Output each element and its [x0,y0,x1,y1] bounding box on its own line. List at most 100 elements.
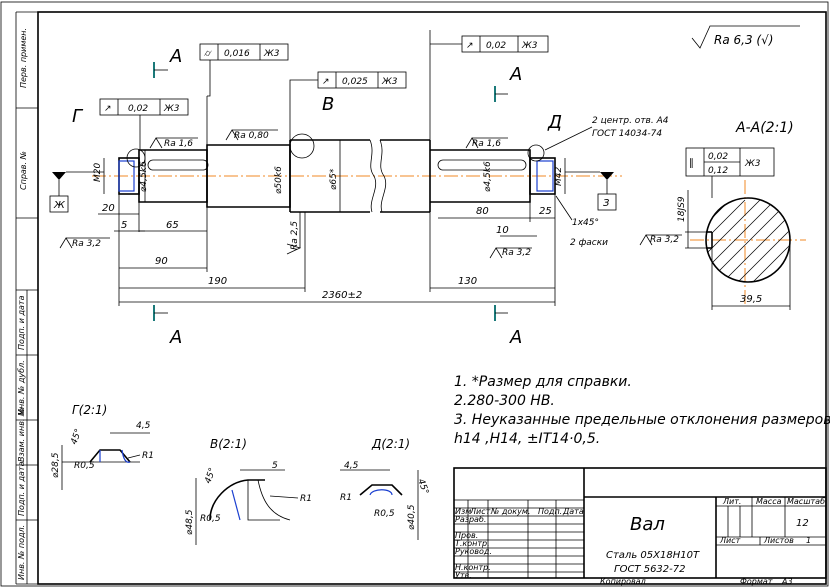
dim-10: 10 [496,225,509,236]
datum-zh-box [49,195,69,213]
scale-value: 12 [796,518,809,529]
ra-32-section: Ra 3,2 [650,235,679,245]
svg-text:Подп.: Подп. [538,507,562,516]
dim-18js9: 18JS9 [677,196,687,222]
part-name: Вал [630,514,665,535]
detail-g: Г(2:1) ⌀28,5 4,5 45° R0,5 R1 [51,403,154,490]
svg-text:№ докум.: № докум. [490,507,530,516]
side-label-replace-inv: Взам. инв. № [17,408,26,462]
general-roughness: Ra 6,3 (√) [691,25,800,49]
section-a-bottom-left: А [169,327,182,348]
dia-45k6-right: ⌀4,5k6 [483,161,493,192]
shaft-main-view: Г В Д А А А А [72,30,622,348]
detail-d-circle [527,144,545,162]
dim-20: 20 [102,203,115,214]
svg-text:Лист: Лист [469,507,491,516]
detail-v: В(2:1) ⌀48,5 45° 5 R0,5 R1 [185,437,312,545]
detail-v-d485: ⌀48,5 [185,509,195,535]
detail-d-l45: 4,5 [344,461,359,471]
section-a-top-right: А [509,64,522,85]
svg-text:Лист: Лист [719,536,741,545]
roughness-marks: Ra 1,6 Ra 0,80 Ra 1,6 Ra 2,5 Ra 3,2 Ra 3… [59,129,682,259]
dimensions: 20 5 65 90 190 2360±2 130 80 25 10 1х45°… [98,96,608,306]
detail-v-r1: R1 [300,494,312,504]
svg-text:Руковод.: Руковод. [455,547,492,556]
runout-mid-value: 0,025 [342,77,368,87]
side-label-first-use: Перв. примен. [19,28,28,88]
ra-32-mid: Ra 3,2 [502,248,531,258]
svg-text:Ж3: Ж3 [263,49,280,59]
note-centers-std: ГОСТ 14034-74 [592,129,662,139]
svg-text:∥: ∥ [689,158,694,169]
section-a-top-left: А [169,46,182,67]
detail-d-r1: R1 [340,493,352,503]
view-label-d: Д [547,112,562,133]
svg-text:↗: ↗ [466,41,474,51]
ra-16-right: Ra 1,6 [472,139,501,149]
ra-25: Ra 2,5 [290,221,300,250]
dia-50k6: ⌀50k6 [274,166,284,194]
svg-text:⌭: ⌭ [204,49,212,59]
detail-v-title: В(2:1) [210,437,247,451]
sym-value-1: 0,02 [708,152,728,162]
datum-symbols: Ж З [49,171,617,213]
title-block: Изм Лист № докум. Подп. Дата Разраб. Про… [453,467,827,586]
center-hole-note: 2 центр. отв. А4 ГОСТ 14034-74 [544,116,669,151]
sheets-count: 1 [806,536,811,545]
svg-text:Лит.: Лит. [722,497,741,506]
svg-text:Ж3: Ж3 [744,159,761,169]
cyl-top-value: 0,016 [224,49,250,59]
svg-text:Изм: Изм [455,507,471,516]
side-label-sign-date-1: Подп. и дата [17,295,26,350]
side-stamp-labels: Перв. примен. Справ. № Подп. и дата Инв.… [17,28,28,580]
material-2: ГОСТ 5632-72 [614,564,686,575]
dia-65: ⌀65* [329,168,339,190]
tolerance-frames: ↗ 0,02 Ж3 ⌭ 0,016 Ж3 ↗ 0,025 Ж3 ↗ 0,02 Ж… [99,35,775,198]
svg-text:↗: ↗ [104,104,112,114]
section-aa-title: А-А(2:1) [735,120,794,136]
note-centers: 2 центр. отв. А4 [592,116,669,126]
dim-two-chamfers: 2 фаски [570,238,608,248]
dim-2360: 2360±2 [322,290,362,301]
note-3: 3. Неуказанные предельные отклонения раз… [454,412,830,428]
dim-80: 80 [476,206,489,217]
section-a-bottom-right: А [509,327,522,348]
detail-d-a45: 45° [415,478,430,496]
technical-notes: 1. *Размер для справки. 2.280-300 НВ. 3.… [454,374,830,447]
detail-v-a45: 45° [203,467,218,485]
dim-65: 65 [166,220,179,231]
view-label-v: В [322,94,334,115]
svg-text:Копировал: Копировал [600,577,646,586]
svg-text:Ж3: Ж3 [521,41,538,51]
svg-text:Разраб.: Разраб. [455,515,486,524]
dim-130: 130 [458,276,477,287]
runout-right-value: 0,02 [486,41,506,51]
datum-z: З [603,198,610,209]
side-label-orig-inv: Инв. № подл. [17,525,26,580]
dim-39-5: 39,5 [740,294,762,305]
format-value: А3 [781,577,793,586]
dia-45k6-left: ⌀4,5k6 [139,161,149,192]
view-label-g: Г [72,106,84,127]
ra-16-left: Ra 1,6 [164,139,193,149]
detail-g-r05: R0,5 [74,461,95,471]
ra-32-left: Ra 3,2 [72,239,101,249]
side-label-dup-inv: Инв. № дубл. [17,360,26,415]
svg-text:Н.контр.: Н.контр. [455,563,491,572]
side-label-sign-date-2: Подп. и дата [17,461,26,516]
detail-d: Д(2:1) 4,5 45° ⌀40,5 R1 R0,5 [340,437,430,540]
dia-m42: М42 [554,167,564,186]
detail-d-d405: ⌀40,5 [407,504,417,530]
note-2: 2.280-300 НВ. [454,393,555,409]
section-hatching [706,199,790,282]
detail-v-circle [289,133,315,159]
detail-g-circle [126,148,146,168]
svg-text:Ж3: Ж3 [381,77,398,87]
svg-text:Т.контр.: Т.контр. [455,539,490,548]
svg-text:Формат: Формат [740,577,773,586]
detail-g-a45: 45° [69,428,84,446]
svg-text:Ж3: Ж3 [163,104,180,114]
dim-90: 90 [155,256,168,267]
